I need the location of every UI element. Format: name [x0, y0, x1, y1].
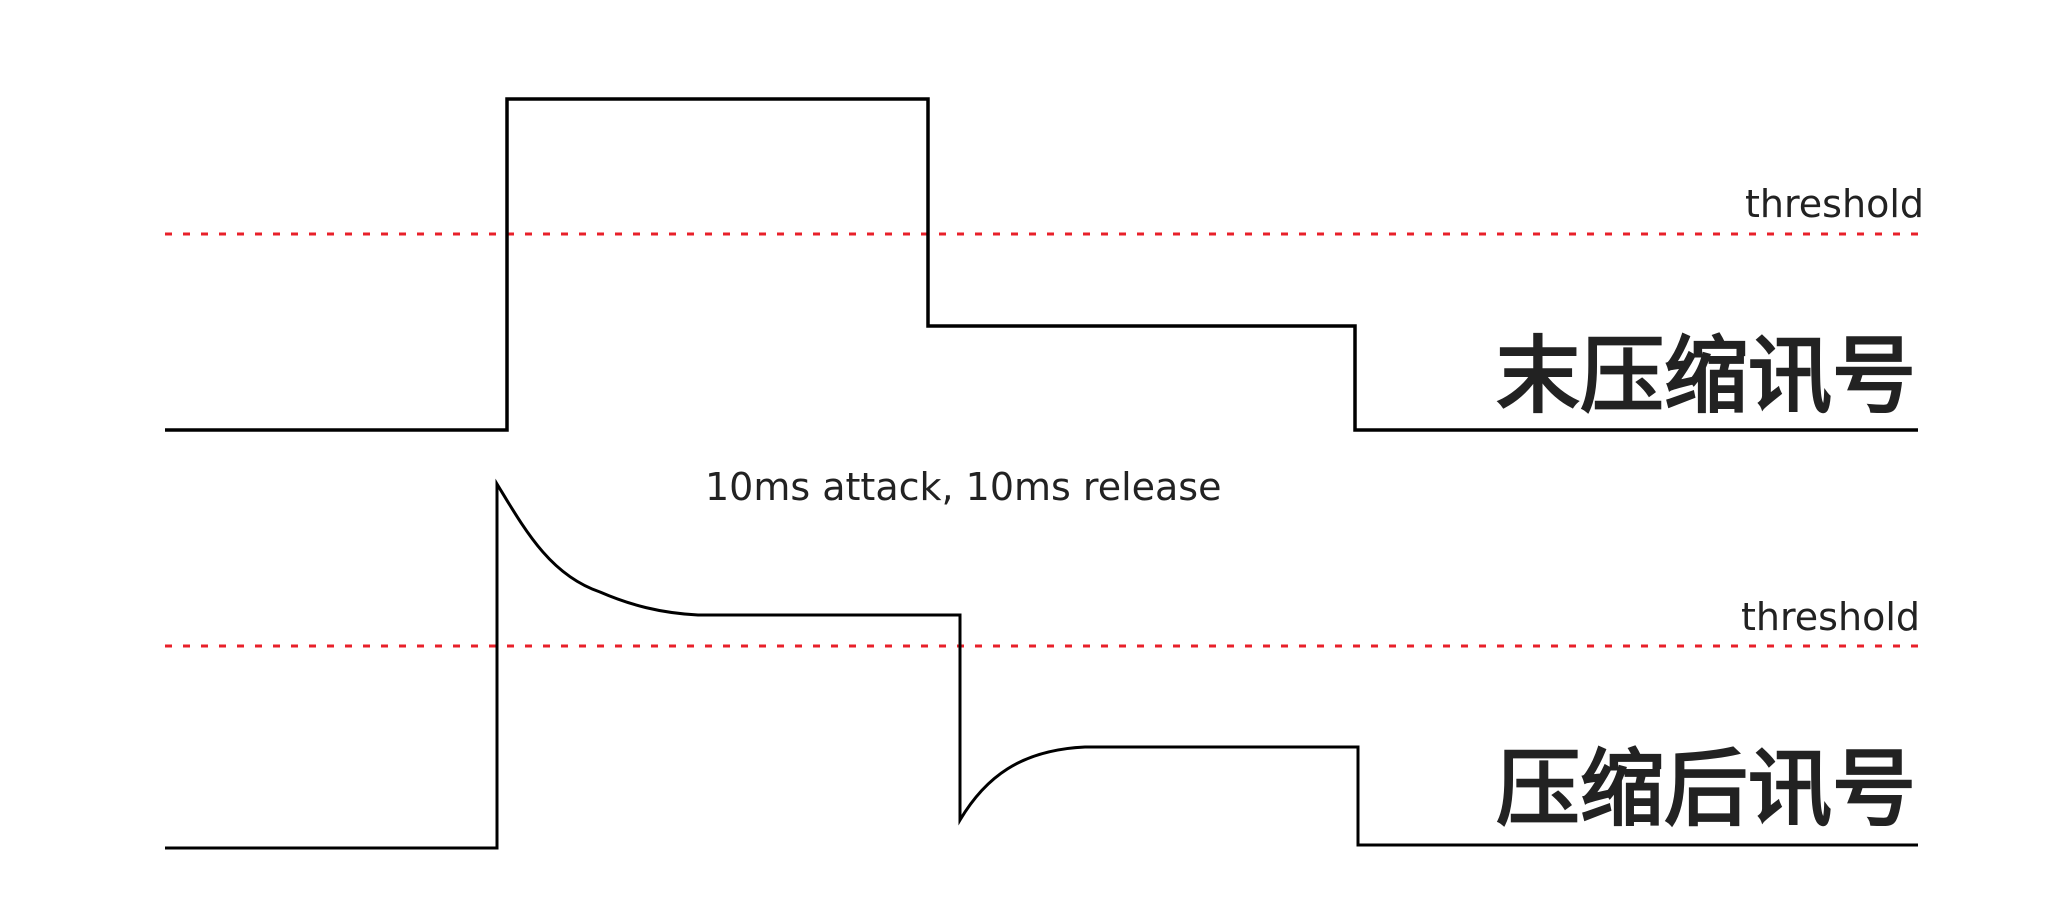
- top-threshold-label: threshold: [1745, 182, 1924, 226]
- attack-release-caption: 10ms attack, 10ms release: [705, 465, 1222, 509]
- top-signal-label: 末压缩讯号: [1496, 327, 1916, 425]
- uncompressed-signal-waveform: [165, 97, 1918, 432]
- bottom-panel: threshold 压缩后讯号: [165, 478, 1920, 850]
- compressed-signal-waveform: [165, 478, 1918, 850]
- top-panel: threshold 末压缩讯号: [165, 97, 1924, 432]
- bottom-threshold-label: threshold: [1741, 595, 1920, 639]
- bottom-signal-label: 压缩后讯号: [1496, 740, 1916, 838]
